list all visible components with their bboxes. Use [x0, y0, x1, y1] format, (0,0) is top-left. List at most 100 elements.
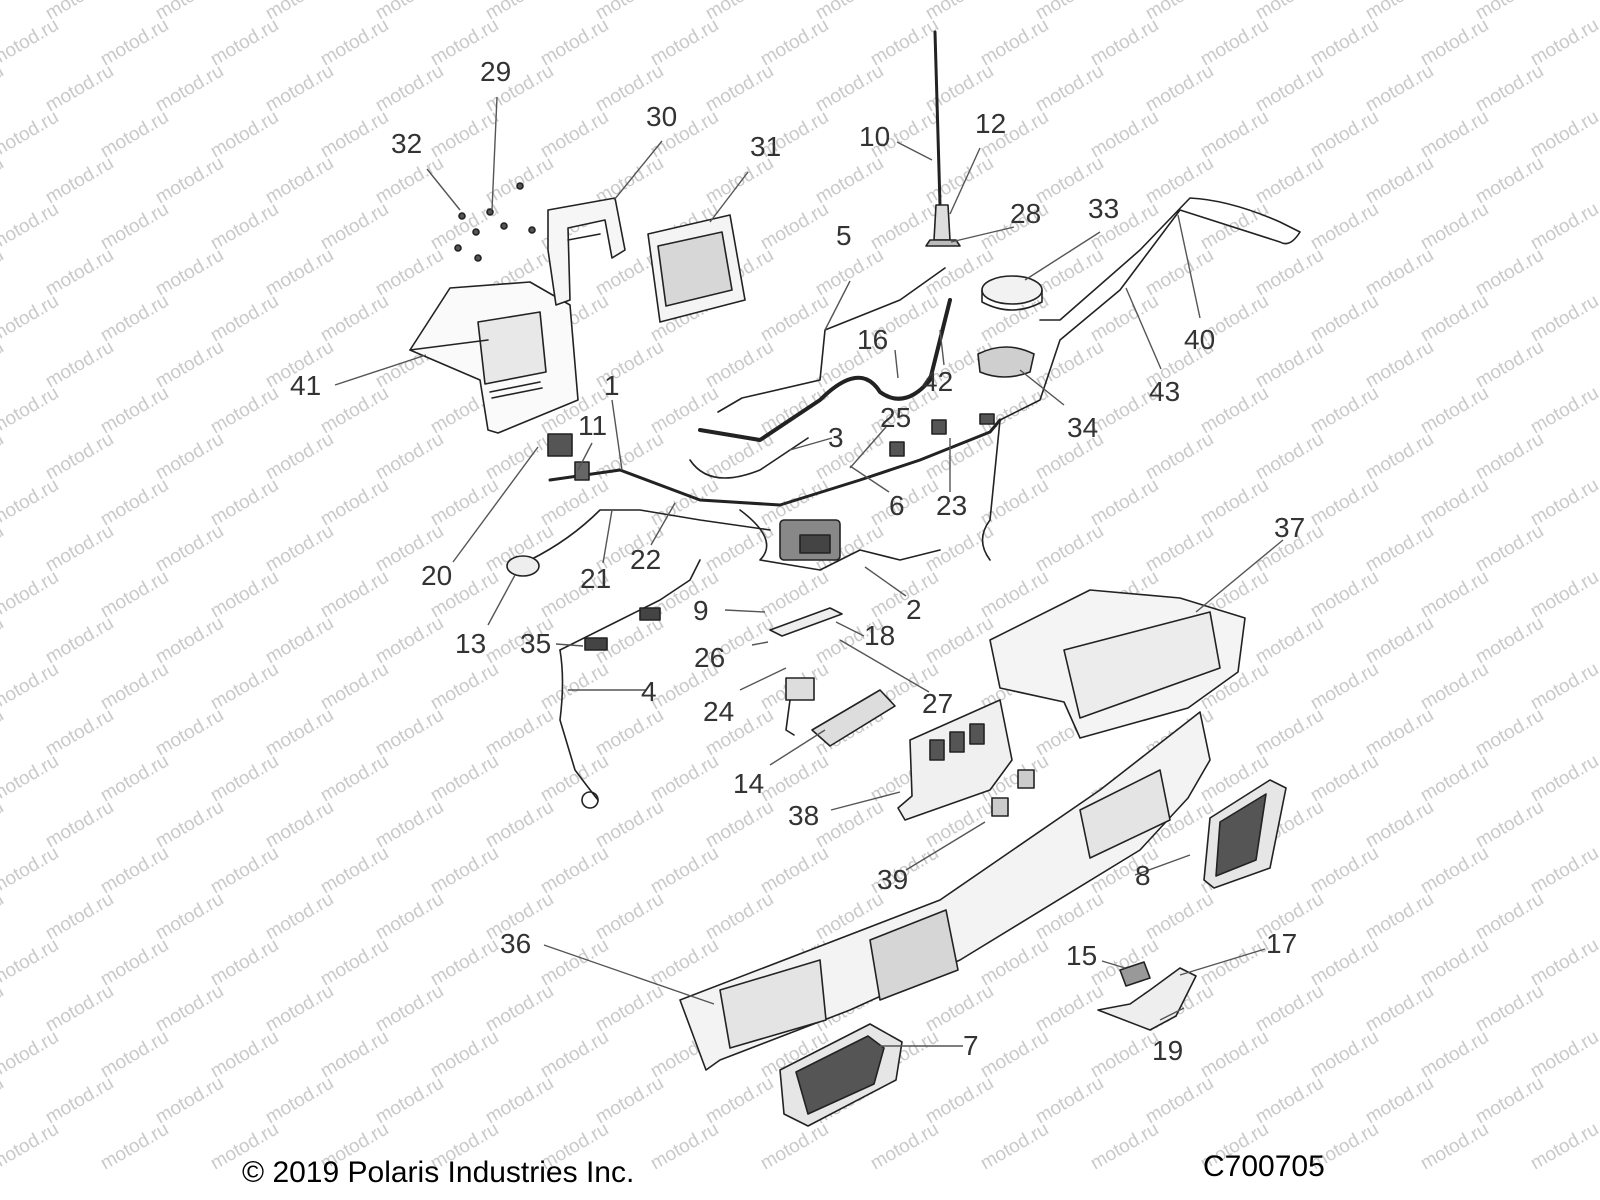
watermark-text: motod.ru [1197, 475, 1272, 531]
watermark-text: motod.ru [537, 751, 612, 807]
watermark-text: motod.ru [1417, 1027, 1492, 1083]
watermark-text: motod.ru [42, 429, 117, 485]
panel-14 [811, 689, 896, 747]
watermark-text: motod.ru [207, 199, 282, 255]
watermark-text: motod.ru [1527, 751, 1600, 807]
watermark-text: motod.ru [1032, 1073, 1107, 1129]
watermark-text: motod.ru [537, 15, 612, 71]
cable-40 [981, 197, 1301, 561]
callout-17: 17 [1266, 928, 1298, 959]
watermark-text: motod.ru [757, 751, 832, 807]
watermark-text: motod.ru [317, 659, 392, 715]
watermark-text: motod.ru [262, 705, 337, 761]
watermark-text: motod.ru [207, 567, 282, 623]
watermark-text: motod.ru [1362, 429, 1437, 485]
watermark-text: motod.ru [537, 935, 612, 991]
watermark-text: motod.ru [1417, 199, 1492, 255]
dash-panel-36 [679, 711, 1211, 1071]
callout-14: 14 [733, 768, 765, 799]
watermark-text: motod.ru [317, 751, 392, 807]
watermark-text: motod.ru [1472, 429, 1547, 485]
watermark-text: motod.ru [0, 245, 7, 301]
callout-5: 5 [836, 220, 852, 251]
watermark-text: motod.ru [1307, 199, 1382, 255]
gps-puck [981, 275, 1043, 311]
callout-19: 19 [1152, 1035, 1184, 1066]
watermark-text: motod.ru [427, 843, 502, 899]
watermark-text: motod.ru [1307, 15, 1382, 71]
switch-panel-38 [897, 699, 1013, 821]
callout-37: 37 [1274, 512, 1306, 543]
watermark-text: motod.ru [757, 291, 832, 347]
diagram-code: C700705 [1203, 1150, 1325, 1183]
watermark-text: motod.ru [702, 61, 777, 117]
callout-39: 39 [877, 864, 909, 895]
sensor-disc [506, 555, 540, 577]
watermark-text: motod.ru [482, 705, 557, 761]
watermark-text: motod.ru [1197, 935, 1272, 991]
watermark-text: motod.ru [1142, 1073, 1217, 1129]
watermark-text: motod.ru [42, 153, 117, 209]
watermark-text: motod.ru [42, 705, 117, 761]
watermark-text: motod.ru [1472, 889, 1547, 945]
watermark-text: motod.ru [1307, 475, 1382, 531]
watermark-text: motod.ru [1527, 843, 1600, 899]
watermark-text: motod.ru [207, 291, 282, 347]
watermark-text: motod.ru [1417, 567, 1492, 623]
watermark-text: motod.ru [97, 659, 172, 715]
cable-5 [717, 267, 946, 413]
watermark-text: motod.ru [0, 1027, 62, 1083]
watermark-text: motod.ru [1362, 1073, 1437, 1129]
callout-38: 38 [788, 800, 820, 831]
watermark-text: motod.ru [1417, 935, 1492, 991]
watermark-text: motod.ru [262, 981, 337, 1037]
watermark-text: motod.ru [757, 843, 832, 899]
watermark-text: motod.ru [372, 797, 447, 853]
watermark-text: motod.ru [1197, 1027, 1272, 1083]
watermark-text: motod.ru [1032, 61, 1107, 117]
watermark-text: motod.ru [42, 613, 117, 669]
callout-12: 12 [975, 108, 1007, 139]
watermark-text: motod.ru [42, 1073, 117, 1129]
watermark-text: motod.ru [0, 889, 7, 945]
watermark-text: motod.ru [1472, 613, 1547, 669]
watermark-text: motod.ru [42, 889, 117, 945]
antenna-mast [925, 30, 961, 247]
watermark-text: motod.ru [1307, 107, 1382, 163]
watermark-text: motod.ru [262, 613, 337, 669]
watermark-text: motod.ru [1307, 1027, 1382, 1083]
watermark-text: motod.ru [262, 245, 337, 301]
watermark-text: motod.ru [207, 751, 282, 807]
watermark-text: motod.ru [152, 337, 227, 393]
watermark-text: motod.ru [1197, 199, 1272, 255]
callout-33: 33 [1088, 193, 1120, 224]
callout-15: 15 [1066, 940, 1098, 971]
callout-31: 31 [750, 131, 782, 162]
watermark-text: motod.ru [207, 659, 282, 715]
watermark-text: motod.ru [317, 843, 392, 899]
watermark-text: motod.ru [1472, 153, 1547, 209]
callout-8: 8 [1135, 860, 1151, 891]
watermark-text: motod.ru [152, 1073, 227, 1129]
watermark-text: motod.ru [317, 475, 392, 531]
watermark-text: motod.ru [1527, 107, 1600, 163]
watermark-text: motod.ru [1087, 1119, 1162, 1175]
watermark-text: motod.ru [1087, 15, 1162, 71]
watermark-text: motod.ru [207, 843, 282, 899]
screws-cluster [454, 182, 536, 262]
watermark-text: motod.ru [1527, 1027, 1600, 1083]
watermark-text: motod.ru [1197, 107, 1272, 163]
watermark-text: motod.ru [262, 1073, 337, 1129]
watermark-text: motod.ru [0, 107, 62, 163]
connector-cluster [547, 413, 995, 651]
watermark-text: motod.ru [1417, 475, 1492, 531]
watermark-text: motod.ru [1307, 291, 1382, 347]
clips-39 [991, 769, 1035, 817]
watermark-text: motod.ru [592, 797, 667, 853]
watermark-text: motod.ru [1417, 659, 1492, 715]
watermark-text: motod.ru [97, 567, 172, 623]
watermark-text: motod.ru [1527, 475, 1600, 531]
display-mounting-bracket [547, 197, 626, 306]
watermark-text: motod.ru [372, 245, 447, 301]
